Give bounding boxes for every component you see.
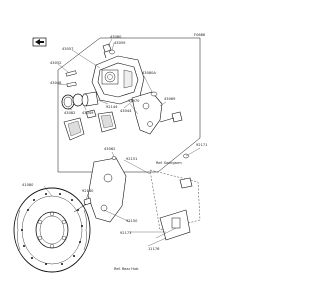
swingarm-ref xyxy=(149,169,201,231)
bracket-bolt xyxy=(159,111,183,123)
caliper-assembly-outline xyxy=(57,37,201,173)
label-92144: 92144 xyxy=(106,105,118,109)
bracket-boot xyxy=(150,91,158,97)
pad-clip xyxy=(85,109,97,119)
label-43049: 43049 xyxy=(82,111,94,115)
piston xyxy=(81,91,99,107)
axle-block xyxy=(159,209,191,241)
label-43082: 43082 xyxy=(64,111,75,115)
torque-link xyxy=(87,157,127,223)
ref-swingarm: Ref. Swingarm xyxy=(156,161,182,165)
brake-pad-left xyxy=(63,117,85,141)
label-92171: 92171 xyxy=(196,143,207,147)
sensor-clamp xyxy=(179,177,193,189)
label-43080: 43080 xyxy=(110,35,122,39)
disc-bolt xyxy=(73,197,92,213)
exploded-view: F0686 xyxy=(13,33,207,273)
label-43062: 43062 xyxy=(104,147,115,151)
caliper-body xyxy=(91,55,145,105)
label-41080: 41080 xyxy=(22,183,34,187)
label-43080a: 43080A xyxy=(142,71,156,75)
ref-rear-hub: Ref. Rear Hub xyxy=(114,267,139,271)
label-92151: 92151 xyxy=(126,157,137,161)
piston-seal xyxy=(61,94,75,110)
brake-pad-right xyxy=(97,111,117,133)
page-code: F0686 xyxy=(194,33,206,37)
label-13070: 13070 xyxy=(128,99,140,103)
label-43057: 43057 xyxy=(62,47,73,51)
kawasaki-front-arrow-icon xyxy=(32,37,47,47)
pad-spring xyxy=(66,81,77,87)
label-92173: 92173 xyxy=(120,231,131,235)
label-43059: 43059 xyxy=(114,41,126,45)
label-11176: 11176 xyxy=(148,247,160,251)
washer xyxy=(111,156,117,160)
label-92150: 92150 xyxy=(126,219,138,223)
label-43052: 43052 xyxy=(50,61,61,65)
dust-seal xyxy=(72,93,84,107)
label-43048: 43048 xyxy=(50,81,62,85)
label-43044: 43044 xyxy=(120,109,132,113)
label-92160: 92160 xyxy=(82,189,94,193)
pad-pin xyxy=(65,70,77,77)
label-43069: 43069 xyxy=(164,97,176,101)
brake-disc xyxy=(13,187,91,273)
parts-diagram-canvas: F0686 xyxy=(13,33,208,273)
bleed-cap xyxy=(109,49,115,55)
leader-lines xyxy=(43,38,201,247)
